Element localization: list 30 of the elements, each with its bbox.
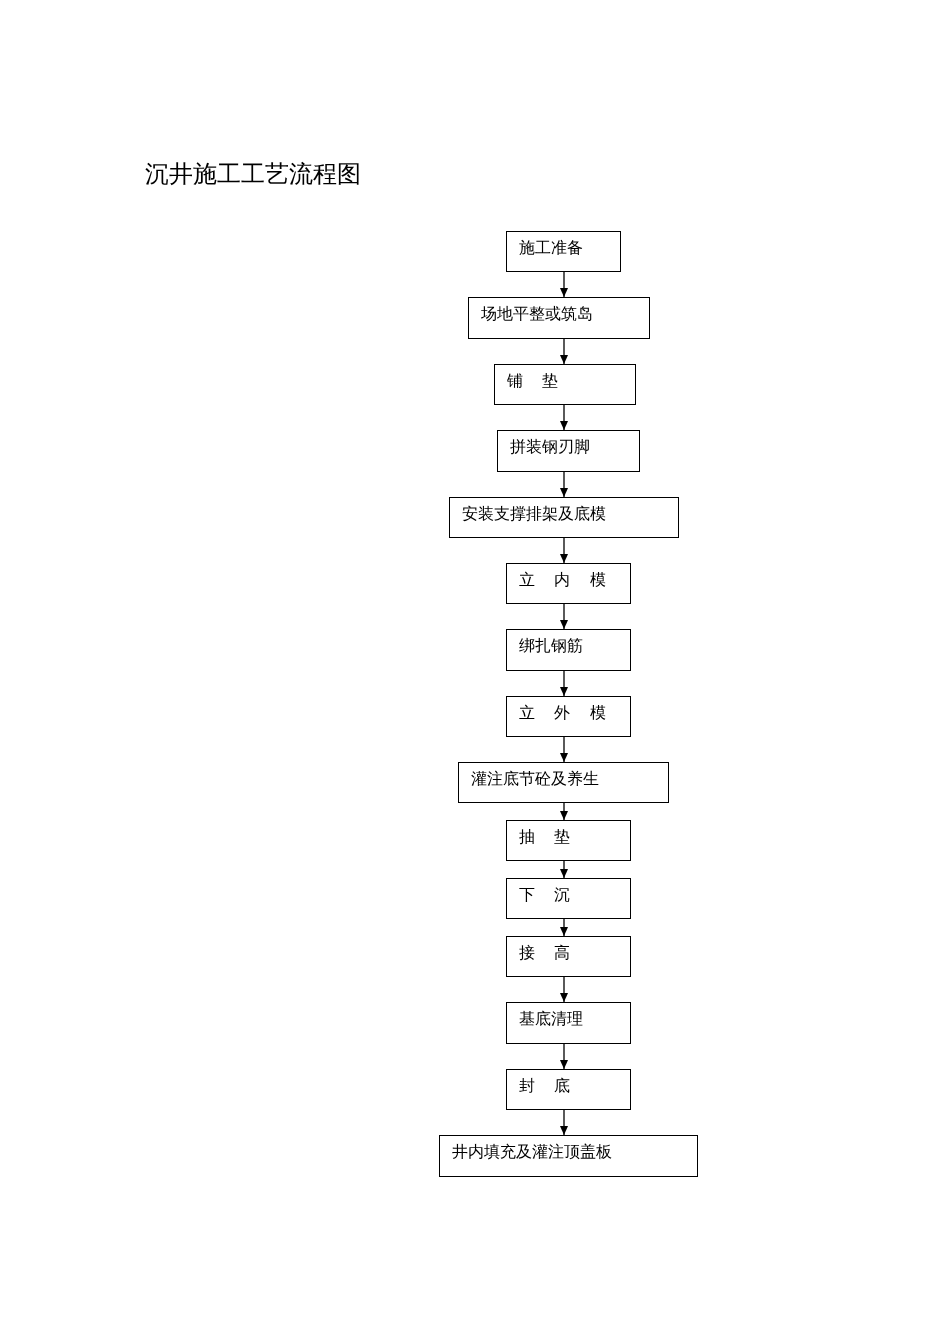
arrow — [560, 670, 568, 697]
process-box: 场地平整或筑岛 — [468, 297, 650, 339]
arrow — [560, 338, 568, 365]
arrow — [560, 404, 568, 431]
process-box: 立 外 模 — [506, 696, 631, 737]
process-box: 接 高 — [506, 936, 631, 977]
arrow — [560, 271, 568, 298]
process-box: 施工准备 — [506, 231, 621, 272]
title: 沉井施工工艺流程图 — [145, 159, 361, 190]
process-box: 安装支撑排架及底模 — [449, 497, 679, 538]
process-box: 拼装钢刃脚 — [497, 430, 640, 472]
arrow — [560, 537, 568, 564]
arrow — [560, 1109, 568, 1136]
process-box: 封 底 — [506, 1069, 631, 1110]
process-box: 下 沉 — [506, 878, 631, 919]
arrow — [560, 471, 568, 498]
process-box: 铺 垫 — [494, 364, 636, 405]
arrow — [560, 860, 568, 879]
process-box: 抽 垫 — [506, 820, 631, 861]
arrow — [560, 802, 568, 821]
process-box: 灌注底节砼及养生 — [458, 762, 669, 803]
process-box: 基底清理 — [506, 1002, 631, 1044]
arrow — [560, 736, 568, 763]
arrow — [560, 976, 568, 1003]
arrow — [560, 1043, 568, 1070]
arrow — [560, 918, 568, 937]
process-box: 立 内 模 — [506, 563, 631, 604]
arrow — [560, 603, 568, 630]
process-box: 井内填充及灌注顶盖板 — [439, 1135, 698, 1177]
process-box: 绑扎钢筋 — [506, 629, 631, 671]
